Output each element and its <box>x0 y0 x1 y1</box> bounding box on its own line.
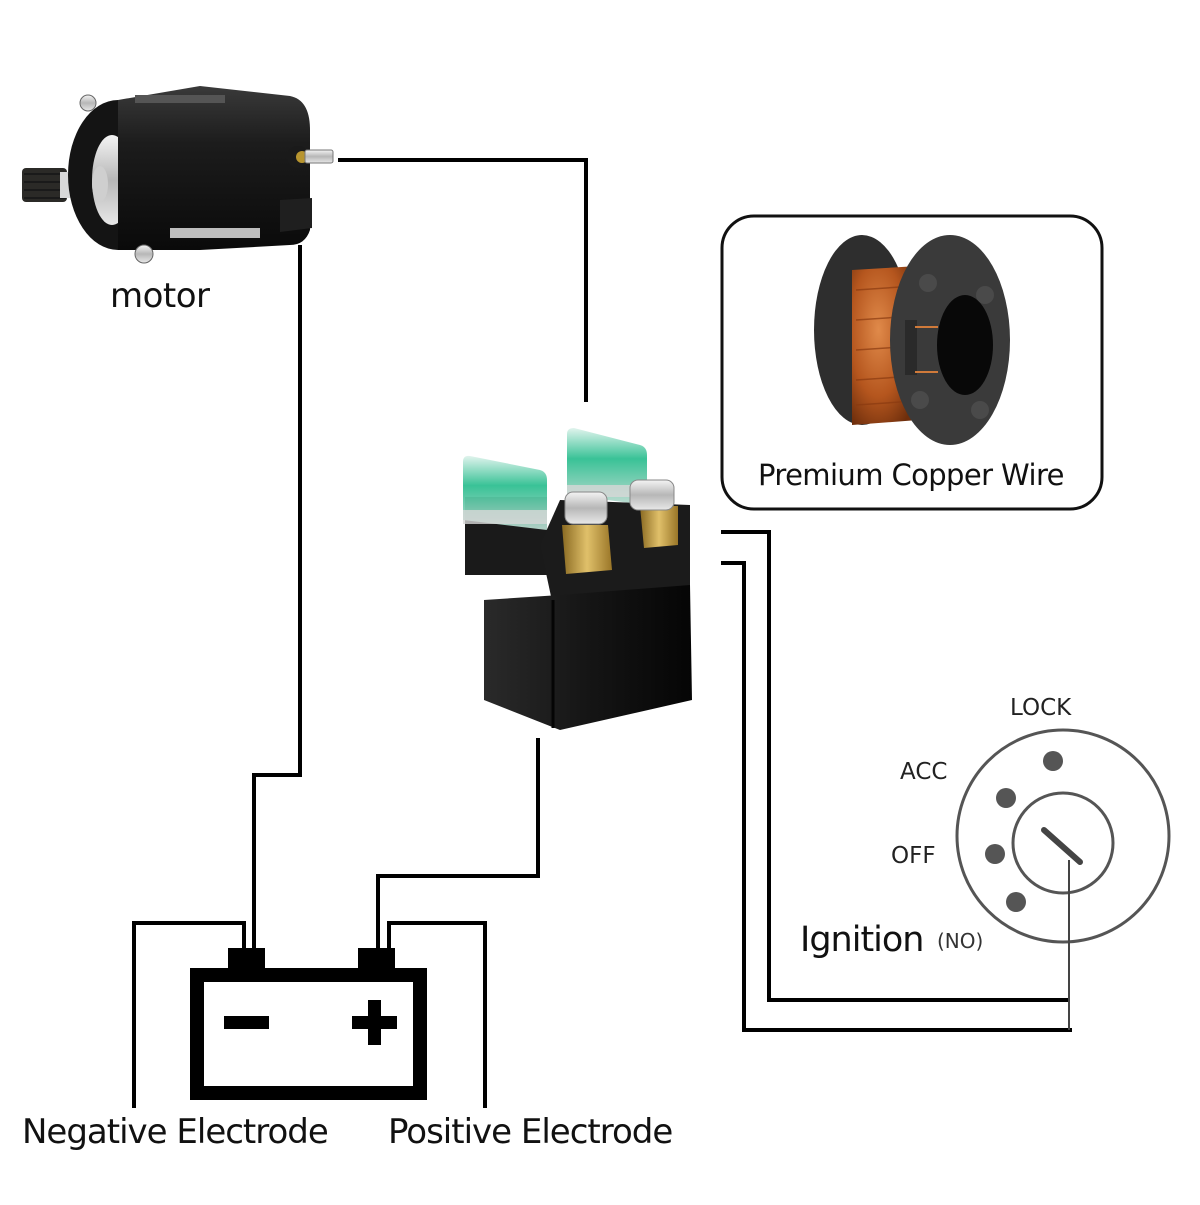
wires <box>132 158 1072 1108</box>
copper-wire-label: Premium Copper Wire <box>758 458 1064 492</box>
wire-motor-to-solenoid <box>338 158 588 402</box>
ignition-position-lock-dot <box>1043 751 1063 771</box>
battery-icon <box>190 948 427 1100</box>
wire-solenoid-to-battery-positive <box>376 738 540 948</box>
wire-motor-to-battery-negative <box>252 245 302 948</box>
ignition-position-acc-dot <box>996 788 1016 808</box>
wire-solenoid-to-ignition-inner <box>721 561 1072 1032</box>
positive-electrode-label: Positive Electrode <box>388 1112 673 1152</box>
copper-wire-spool-icon <box>814 235 1010 445</box>
ignition-switch-icon <box>955 728 1171 1030</box>
copper-wire-card <box>720 214 1104 511</box>
ignition-position-off-dot <box>985 844 1005 864</box>
ignition-position-start-dot <box>1006 892 1026 912</box>
battery-plus-symbol <box>352 1000 397 1045</box>
motor-label: motor <box>110 276 210 316</box>
ignition-position-off-label: OFF <box>891 843 936 869</box>
ignition-position-acc-label: ACC <box>900 759 948 785</box>
starter-solenoid-relay-icon <box>463 428 692 730</box>
wire-positive-electrode-lead <box>387 921 487 1108</box>
ignition-label: Ignition <box>800 920 924 960</box>
negative-electrode-label: Negative Electrode <box>22 1112 329 1152</box>
starter-motor-icon <box>22 86 334 264</box>
ignition-sub-label: (NO) <box>937 929 984 953</box>
wire-negative-electrode-lead <box>132 921 246 1108</box>
wire-solenoid-to-ignition-outer <box>721 530 1070 1002</box>
ignition-position-lock-label: LOCK <box>1010 695 1072 721</box>
battery-minus-symbol <box>224 1016 269 1029</box>
